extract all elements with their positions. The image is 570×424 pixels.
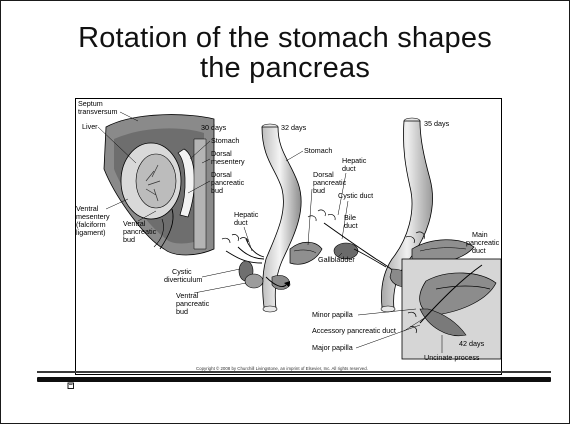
label-dorsal-panc-bud-left-3: bud bbox=[211, 186, 223, 195]
label-hepatic-duct-mid-2: duct bbox=[234, 218, 248, 227]
label-days-30: 30 days bbox=[201, 123, 227, 132]
label-dorsal-mesentery-2: mesentery bbox=[211, 157, 245, 166]
label-accessory-panc-duct: Accessory pancreatic duct bbox=[312, 326, 396, 335]
label-ventral-panc-bud-mid-3: bud bbox=[176, 307, 188, 316]
label-liver: Liver bbox=[82, 122, 98, 131]
label-days-32: 32 days bbox=[281, 123, 307, 132]
label-bile-duct-2: duct bbox=[344, 221, 358, 230]
footer-rule-thick bbox=[37, 377, 551, 382]
label-cystic-duct: Cystic duct bbox=[338, 191, 373, 200]
label-days-42: 42 days bbox=[459, 339, 485, 348]
embryo-30-days-drawing bbox=[104, 115, 214, 255]
label-stomach-left: Stomach bbox=[211, 136, 239, 145]
label-stomach-mid: Stomach bbox=[304, 146, 332, 155]
label-minor-papilla: Minor papilla bbox=[312, 310, 353, 319]
label-main-panc-duct-3: duct bbox=[472, 246, 486, 255]
footer-rule-thin bbox=[37, 371, 551, 373]
small-square-bullet-icon bbox=[67, 382, 75, 390]
label-days-35: 35 days bbox=[424, 119, 450, 128]
label-gallbladder: Gallbladder bbox=[318, 255, 355, 264]
label-transversum: transversum bbox=[78, 107, 118, 116]
figure-svg: Septum transversum Liver 30 days Stomach… bbox=[76, 99, 501, 374]
label-hepatic-duct-right-2: duct bbox=[342, 164, 356, 173]
title-line-2: the pancreas bbox=[21, 53, 549, 83]
label-ventral-panc-bud-left-3: bud bbox=[123, 235, 135, 244]
pancreas-development-figure: Septum transversum Liver 30 days Stomach… bbox=[75, 98, 502, 375]
slide-title: Rotation of the stomach shapes the pancr… bbox=[21, 23, 549, 83]
label-major-papilla: Major papilla bbox=[312, 343, 353, 352]
label-ventral-mesentery-4: ligament) bbox=[76, 228, 106, 237]
label-cystic-divert-2: diverticulum bbox=[164, 275, 202, 284]
label-uncinate-process: Uncinate process bbox=[424, 353, 480, 362]
title-line-1: Rotation of the stomach shapes bbox=[21, 23, 549, 53]
inset-42-days: 42 days bbox=[402, 259, 501, 359]
label-dorsal-panc-bud-mid-3: bud bbox=[313, 186, 325, 195]
